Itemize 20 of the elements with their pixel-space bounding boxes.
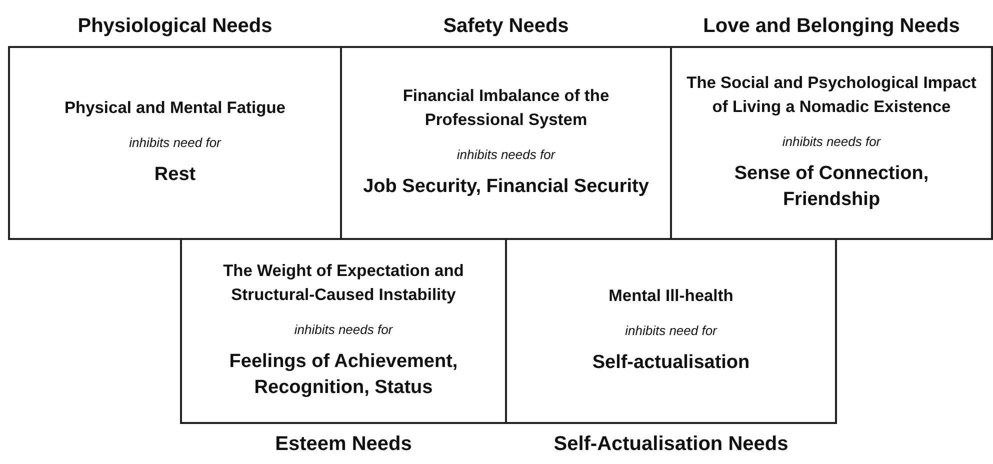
problem-title: The Weight of Expectation and Structural-Caused Instability (222, 260, 465, 306)
problem-title: The Social and Psychological Impact of Living a Nomadic Existence (686, 72, 977, 118)
needs-text: Rest (154, 163, 196, 188)
need-category-heading: Physiological Needs (76, 14, 274, 39)
problem-title: Physical and Mental Fatigue (64, 98, 286, 120)
needs-text: Job Security, Financial Security (363, 175, 649, 200)
relation-text: inhibits needs for (456, 147, 556, 162)
need-category-heading: Esteem Needs (274, 432, 413, 457)
problem-title: Financial Imbalance of the Professional System (402, 86, 610, 132)
problem-title: Mental Ill-health (608, 286, 734, 308)
needs-text: Self-actualisation (592, 351, 750, 376)
need-category-heading: Love and Belonging Needs (702, 14, 961, 39)
relation-text: inhibits need for (129, 135, 221, 150)
needs-text: Feelings of Achievement, Recognition, Status (228, 350, 459, 400)
need-category-heading: Safety Needs (442, 14, 570, 39)
relation-text: inhibits need for (625, 323, 717, 338)
needs-text: Sense of Connection, Friendship (733, 162, 930, 212)
relation-text: inhibits needs for (782, 134, 881, 149)
need-category-heading: Self-Actualisation Needs (552, 432, 790, 457)
relation-text: inhibits needs for (294, 322, 393, 337)
